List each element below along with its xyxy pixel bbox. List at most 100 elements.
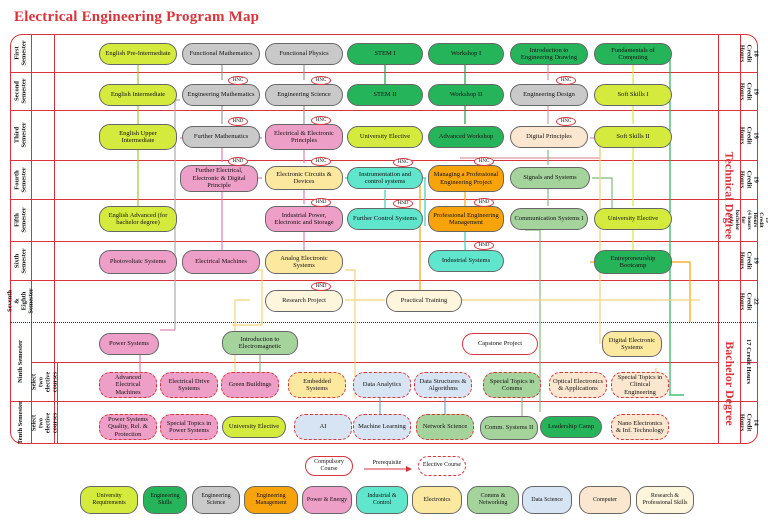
row-divider [10, 160, 758, 161]
elective-green-buildings[interactable]: Green Buildings [221, 372, 279, 398]
course-further-control-systems: Further Control Systems [347, 208, 423, 230]
course-english-upper-intermediate: English Upper Intermediate [99, 124, 177, 150]
elective-machine-learning[interactable]: Machine Learning [353, 414, 411, 440]
course-advanced-workshop: Advanced Workshop [428, 126, 504, 148]
elective-embedded-systems[interactable]: Embedded Systems [288, 372, 346, 398]
legend-category-engineering-science: Engineering Science [192, 486, 240, 514]
legend-category-engineering-skills: Engineering Skills [143, 486, 187, 514]
hnc-tag: HNC [311, 116, 331, 125]
row-divider [10, 401, 758, 402]
hnc-tag: HNC [311, 157, 331, 166]
elective-special-topics-comms[interactable]: Special Topics in Comms [483, 372, 541, 398]
elective-power-systems-quality[interactable]: Power Systems Quality, Rel. & Protection [99, 414, 157, 440]
course-stem-2: STEM II [347, 84, 423, 106]
course-university-elective: University Elective [222, 416, 286, 438]
elective-label-divider [57, 362, 58, 444]
program-map-frame [10, 34, 758, 444]
row-label-divider [31, 34, 32, 444]
course-stem-1: STEM I [347, 43, 423, 65]
elective-data-structures-algorithms[interactable]: Data Structures & Algorithms [414, 372, 472, 398]
course-engineering-design: Engineering Design [510, 84, 588, 106]
course-intro-engineering-drawing: Introduction to Engineering Drawing [510, 43, 588, 65]
course-power-systems: Power Systems [99, 333, 159, 355]
hnd-tag: HND [311, 198, 331, 207]
row-divider [10, 241, 758, 242]
row-divider [10, 110, 758, 111]
row-divider [31, 362, 718, 363]
hours-divider [740, 34, 741, 444]
course-entrepreneurship-bootcamp: Entrepreneurship Bootcamp [594, 250, 672, 274]
elective-data-analytics[interactable]: Data Analytics [353, 372, 411, 398]
row-divider [10, 199, 758, 200]
course-further-eed-principle: Further Electrical, Electronic & Digital… [180, 165, 258, 192]
legend-category-engineering-management: Engineering Management [244, 486, 298, 514]
degree-divider [10, 322, 758, 323]
course-signals-and-systems: Signals and Systems [510, 167, 590, 189]
row-divider [10, 72, 758, 73]
hnc-tag: HNC [556, 76, 576, 85]
course-professional-engineering-management: Professional Engineering Management [428, 206, 504, 232]
legend-compulsory: Compulsory Course [305, 456, 353, 476]
hnc-tag: HNC [228, 76, 248, 85]
course-fundamentals-of-computing: Fundamentals of Computing [594, 43, 672, 65]
column-divider-right [718, 34, 719, 444]
course-intro-electromagnetic: Introduction to Electromagnetic [222, 331, 298, 355]
legend-category-research-professional-skills: Research & Professional Skills [636, 486, 694, 514]
course-english-advanced: English Advanced (for bachelor degree) [99, 206, 177, 232]
course-instrumentation-control: Instrumentation and control systems [347, 167, 423, 189]
course-engineering-mathematics: Engineering Mathematics [182, 84, 260, 106]
hnc-tag: HNC [556, 117, 576, 126]
hnd-tag: HND [474, 198, 494, 207]
hnd-tag: HND [393, 199, 413, 208]
course-soft-skills-2: Soft Skills II [594, 126, 672, 148]
course-english-pre-intermediate: English Pre-Intermediate [99, 43, 177, 65]
course-functional-mathematics: Functional Mathematics [182, 43, 260, 65]
elective-electrical-drive-systems[interactable]: Electrical Drive Systems [160, 372, 218, 398]
elective-network-science[interactable]: Network Science [416, 414, 474, 440]
course-managing-engineering-project: Managing a Professional Engineering Proj… [428, 165, 504, 192]
hnd-tag: HND [228, 157, 248, 166]
legend-category-power-energy: Power & Energy [302, 486, 352, 514]
course-leadership-camp: Leadership Camp [540, 416, 602, 438]
hnc-tag: HNC [474, 157, 494, 166]
elective-special-topics-clinical[interactable]: Special Topics in Clinical Engineering [611, 372, 669, 398]
course-photovoltaic-systems: Photovoltaic Systems [99, 250, 177, 274]
legend-category-electronics: Electronics [412, 486, 462, 514]
column-divider-left [54, 34, 55, 444]
course-digital-principles: Digital Principles [510, 126, 588, 148]
course-electronic-circuits-devices: Electronic Circuits & Devices [265, 166, 343, 190]
course-digital-electronic-systems: Digital Electronic Systems [602, 331, 662, 357]
hnd-tag: HND [228, 117, 248, 126]
course-communication-systems-1: Communication Systems I [510, 208, 588, 230]
course-capstone-project: Capstone Project [462, 333, 538, 355]
legend-category-data-science: Data Science [522, 486, 572, 514]
hnd-tag: HND [474, 241, 494, 250]
legend-category-university-requirements: University Requirements [80, 486, 138, 514]
course-university-elective: University Elective [347, 126, 423, 148]
elective-special-topics-power[interactable]: Special Topics in Power Systems [160, 414, 218, 440]
course-engineering-science: Engineering Science [265, 84, 343, 106]
elective-ai[interactable]: AI [294, 414, 352, 440]
course-research-project: Research Project [265, 290, 343, 312]
course-practical-training: Practical Training [386, 290, 462, 312]
legend-category-comms-networking: Comms & Networking [467, 486, 519, 514]
course-workshop-1: Workshop I [428, 43, 504, 65]
row-divider [740, 362, 758, 363]
course-electrical-machines: Electrical Machines [182, 250, 260, 274]
legend-category-computer: Computer [579, 486, 631, 514]
course-functional-physics: Functional Physics [265, 43, 343, 65]
legend-category-industrial-control: Industrial & Control [356, 486, 408, 514]
hnc-tag: HNC [311, 76, 331, 85]
elective-advanced-electrical-machines[interactable]: Advanced Electrical Machines [99, 372, 157, 398]
elective-nano-electronics[interactable]: Nano Electronics & Inf. Technology [611, 414, 669, 440]
course-comm-systems-2: Comm. Systems II [480, 416, 538, 440]
course-electrical-electronic-principles: Electrical & Electronic Principles [265, 124, 343, 150]
course-further-mathematics: Further Mathematics [182, 126, 260, 148]
hnd-tag: HND [311, 282, 331, 291]
course-analog-electronic-systems: Analog Electronic Systems [265, 250, 343, 274]
course-soft-skills-1: Soft Skills I [594, 84, 672, 106]
elective-optical-electronics[interactable]: Optical Electronics & Applications [549, 372, 607, 398]
row-divider [10, 280, 758, 281]
course-university-elective: University Elective [594, 208, 672, 230]
legend-elective: Elective Course [418, 456, 466, 476]
